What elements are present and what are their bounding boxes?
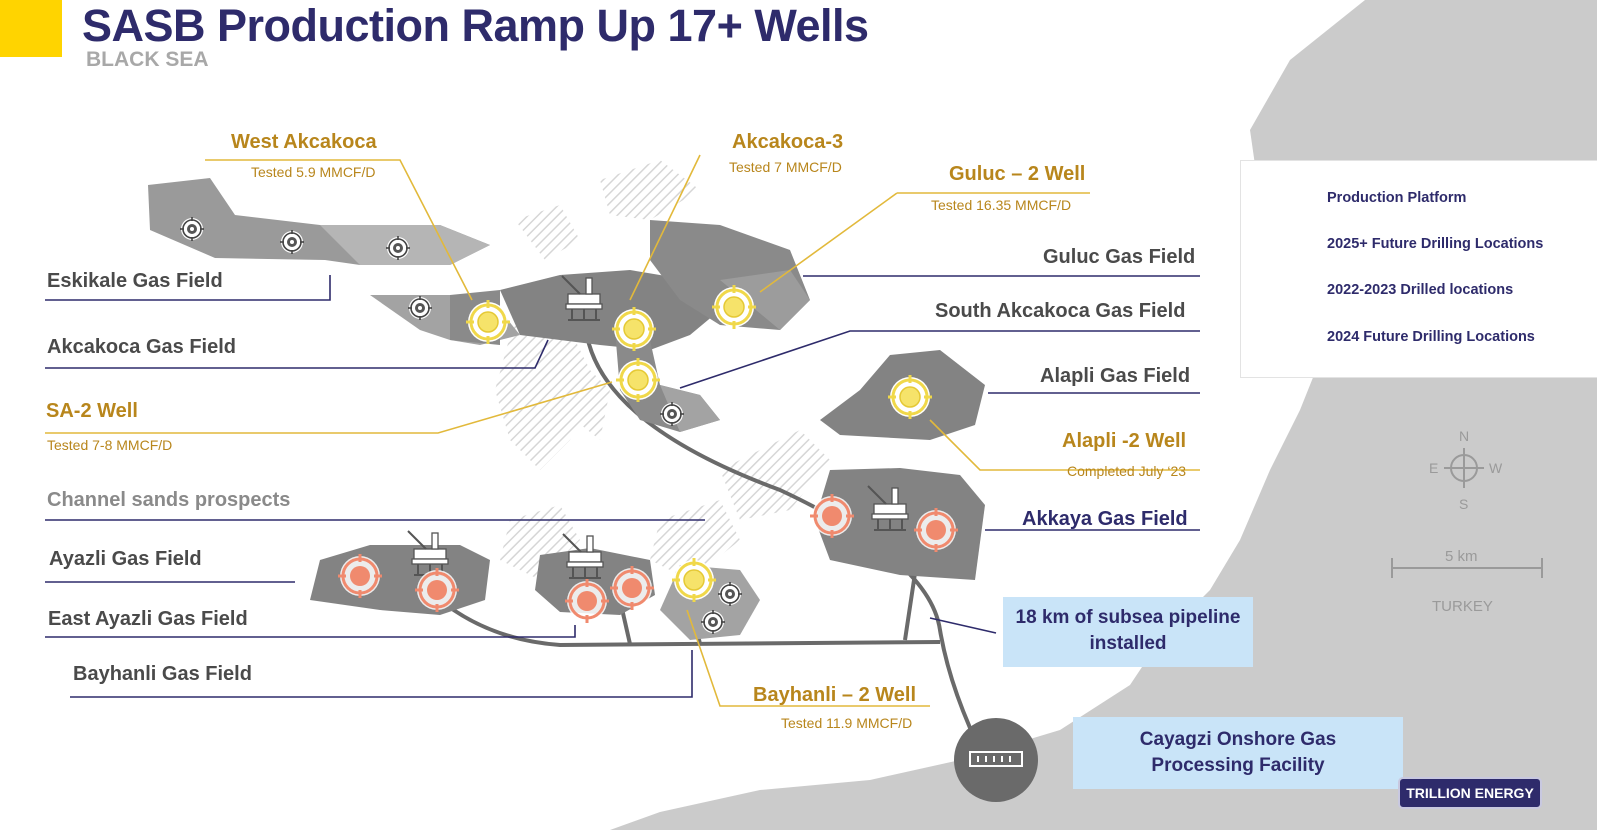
field-label-eskikale: Eskikale Gas Field bbox=[47, 270, 223, 292]
page-title: SASB Production Ramp Up 17+ Wells bbox=[82, 0, 869, 51]
facility-label: Cayagzi Onshore Gas Processing Facility bbox=[1073, 717, 1403, 789]
well-label-sa-2: SA-2 Well bbox=[46, 400, 138, 422]
compass-w: W bbox=[1489, 460, 1503, 476]
field-label-akcakoca: Akcakoca Gas Field bbox=[47, 336, 236, 358]
well-label-west-akcakoca: West Akcakoca bbox=[231, 131, 377, 153]
field-label-alapli: Alapli Gas Field bbox=[1040, 365, 1191, 387]
well-label-guluc-2: Guluc – 2 Well bbox=[949, 163, 1086, 185]
well-test-sa-2: Tested 7-8 MMCF/D bbox=[47, 437, 173, 453]
compass-n: N bbox=[1459, 428, 1470, 444]
leader-lines bbox=[45, 154, 1200, 707]
title-accent-bar bbox=[0, 0, 62, 57]
field-label-ayazli: Ayazli Gas Field bbox=[49, 548, 202, 570]
legend-production-platform: Production Platform bbox=[1327, 190, 1467, 206]
legend-2025-future: 2025+ Future Drilling Locations bbox=[1327, 236, 1544, 252]
map-legend: Production Platform 2025+ Future Drillin… bbox=[1240, 160, 1597, 378]
compass-e: E bbox=[1429, 460, 1439, 476]
compass-s: S bbox=[1459, 496, 1469, 512]
field-label-east-ayazli: East Ayazli Gas Field bbox=[48, 608, 248, 630]
field-label-south-akcakoca: South Akcakoca Gas Field bbox=[935, 300, 1186, 322]
field-label-guluc: Guluc Gas Field bbox=[1043, 246, 1196, 268]
compass-icon bbox=[1444, 448, 1484, 488]
well-test-bayhanli-2: Tested 11.9 MMCF/D bbox=[781, 715, 913, 731]
field-label-bayhanli: Bayhanli Gas Field bbox=[73, 663, 252, 685]
scale-bar bbox=[1391, 558, 1543, 578]
scale-label: 5 km bbox=[1445, 548, 1478, 565]
processing-facility-icon bbox=[954, 718, 1038, 802]
legend-2022-2023-drilled: 2022-2023 Drilled locations bbox=[1327, 282, 1514, 298]
gas-fields bbox=[148, 178, 985, 640]
field-label-akkaya: Akkaya Gas Field bbox=[1022, 508, 1188, 530]
well-label-alapli-2: Alapli -2 Well bbox=[1062, 430, 1187, 452]
well-test-guluc-2: Tested 16.35 MMCF/D bbox=[931, 197, 1072, 213]
well-test-west-akcakoca: Tested 5.9 MMCF/D bbox=[251, 164, 376, 180]
well-label-akcakoca-3: Akcakoca-3 bbox=[732, 131, 844, 153]
country-label: TURKEY bbox=[1432, 598, 1493, 615]
well-label-bayhanli-2: Bayhanli – 2 Well bbox=[753, 684, 917, 706]
page-subtitle: BLACK SEA bbox=[86, 48, 209, 71]
well-test-alapli-2: Completed July ‘23 bbox=[1067, 463, 1187, 479]
well-test-akcakoca-3: Tested 7 MMCF/D bbox=[729, 159, 842, 175]
pipeline-note: 18 km of subsea pipeline installed bbox=[1003, 597, 1253, 667]
field-label-channel-sands: Channel sands prospects bbox=[47, 489, 291, 511]
legend-2024-future: 2024 Future Drilling Locations bbox=[1327, 329, 1535, 345]
company-logo: TRILLION ENERGY bbox=[1398, 777, 1542, 809]
